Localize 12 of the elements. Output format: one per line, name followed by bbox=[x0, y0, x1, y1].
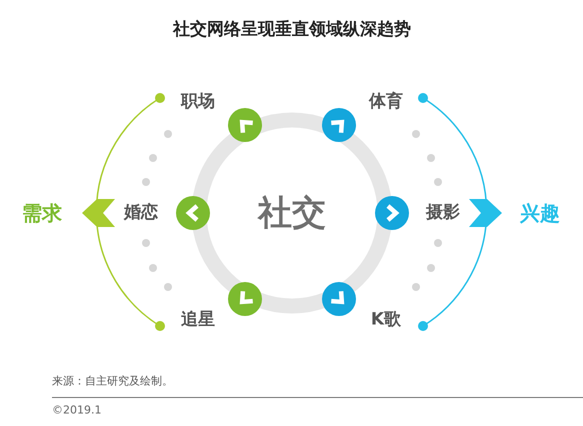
category-label: 摄影 bbox=[426, 204, 460, 222]
category-label: K歌 bbox=[370, 312, 402, 328]
category-label: 体育 bbox=[369, 94, 403, 110]
category-label: 追星 bbox=[181, 312, 215, 328]
category-label: 职场 bbox=[181, 94, 215, 110]
title: 社交网络呈现垂直领域纵深趋势 bbox=[173, 22, 411, 38]
copyright-note: ©2019.1 bbox=[52, 404, 102, 416]
center-label: 社交 bbox=[258, 196, 326, 230]
source-note: 来源：自主研究及绘制。 bbox=[52, 376, 173, 386]
category-label: 婚恋 bbox=[124, 204, 158, 222]
group-label: 兴趣 bbox=[520, 203, 560, 223]
group-label: 需求 bbox=[22, 203, 62, 223]
